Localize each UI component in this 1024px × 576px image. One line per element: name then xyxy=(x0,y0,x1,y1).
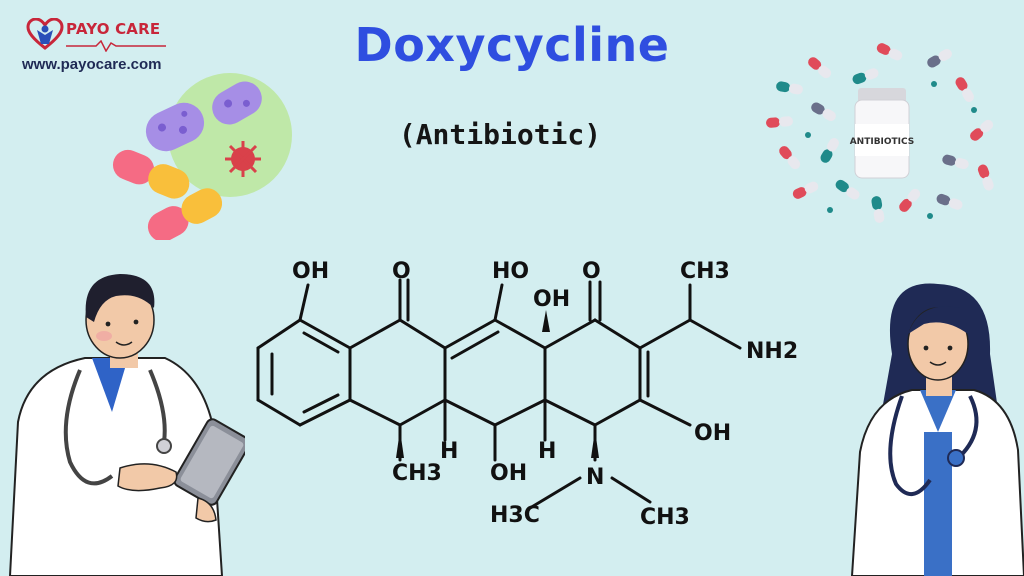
page-subtitle: (Antibiotic) xyxy=(398,118,602,151)
pills-bottle-illustration: ANTIBIOTICS xyxy=(766,43,994,223)
doctor-hand xyxy=(117,463,178,492)
male-doctor-illustration xyxy=(8,274,245,576)
label-h-right: H xyxy=(538,439,556,464)
heart-person-icon xyxy=(26,18,64,50)
label-h-left: H xyxy=(440,439,458,464)
brand-logo[interactable]: PAYO CARE www.payocare.com xyxy=(22,18,172,78)
wedge-bonds xyxy=(396,310,599,458)
scattered-pills xyxy=(766,43,994,223)
green-circle-backdrop xyxy=(168,73,292,197)
bacteria-icon xyxy=(212,81,262,125)
molecule-bonds xyxy=(256,278,742,510)
label-oh-right: OH xyxy=(694,421,731,446)
page-title: Doxycycline xyxy=(354,18,670,72)
bacteria-icon xyxy=(145,102,205,152)
label-ho-top: HO xyxy=(492,259,529,284)
doxycycline-structure-diagram: OH O HO O CH3 OH NH2 OH CH3 H OH H N H3C… xyxy=(256,259,798,530)
brand-website[interactable]: www.payocare.com xyxy=(22,56,162,73)
label-oh-top-left: OH xyxy=(292,259,329,284)
atom-labels: OH O HO O CH3 OH NH2 OH CH3 H OH H N H3C… xyxy=(292,259,798,530)
female-doctor-illustration xyxy=(850,283,1024,576)
label-o-top-2: O xyxy=(582,259,601,284)
label-o-top-1: O xyxy=(392,259,411,284)
doctor-hair xyxy=(85,274,155,322)
label-h3c: H3C xyxy=(490,503,540,528)
label-nh2: NH2 xyxy=(746,339,798,364)
brand-name: PAYO CARE xyxy=(66,20,161,38)
label-oh-center: OH xyxy=(533,287,570,312)
heartbeat-line-icon xyxy=(66,40,166,52)
capsule-icon xyxy=(112,149,190,199)
bacteria-capsules-illustration xyxy=(112,73,292,240)
label-oh-bottom: OH xyxy=(490,461,527,486)
bottle-label: ANTIBIOTICS xyxy=(850,137,915,147)
stethoscope-icon xyxy=(888,395,979,496)
virus-icon xyxy=(225,141,261,177)
antibiotics-bottle: ANTIBIOTICS xyxy=(850,88,915,179)
stethoscope-icon xyxy=(63,369,172,486)
capsule-icon xyxy=(147,188,223,240)
label-n: N xyxy=(586,465,604,490)
label-ch3-n: CH3 xyxy=(640,505,690,530)
label-ch3-bottom: CH3 xyxy=(392,461,442,486)
scrubs xyxy=(924,432,952,576)
label-ch3-top: CH3 xyxy=(680,259,730,284)
tablet-icon xyxy=(173,418,245,506)
